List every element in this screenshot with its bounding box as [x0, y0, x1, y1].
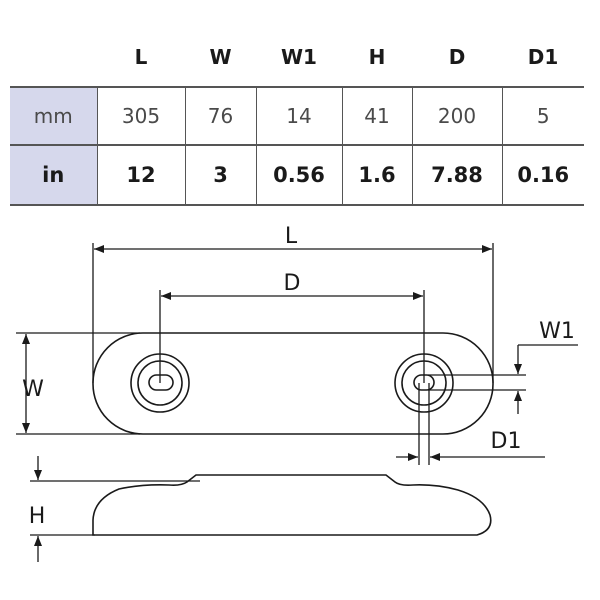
unit-cell-in: in [10, 145, 97, 206]
label-W1: W1 [539, 319, 575, 344]
table-row-in: in 12 3 0.56 1.6 7.88 0.16 [10, 145, 584, 206]
table-cell: 0.56 [255, 145, 342, 206]
header-cell-W: W [209, 45, 232, 69]
label-D1: D1 [491, 429, 522, 454]
header-cell-L: L [134, 45, 148, 69]
table-cell: 305 [96, 86, 185, 146]
table-cell: 14 [255, 86, 342, 146]
table-cell: 0.16 [501, 145, 584, 206]
header-cell-W1: W1 [281, 45, 317, 69]
header-cell-D1: D1 [527, 45, 559, 69]
table-cell: 5 [501, 86, 584, 146]
dimension-L [92, 243, 494, 383]
table-cell: 41 [341, 86, 412, 146]
label-W: W [22, 377, 44, 402]
dimension-D [159, 290, 425, 383]
table-cell: 200 [411, 86, 502, 146]
table-cell: 1.6 [341, 145, 412, 206]
table-cell: 12 [96, 145, 185, 206]
top-view [92, 332, 494, 435]
table-cell: 76 [184, 86, 256, 146]
dimension-H [30, 456, 200, 562]
header-cell-D: D [448, 45, 466, 69]
unit-cell-mm: mm [10, 86, 97, 146]
left-slot [148, 374, 174, 391]
dimension-D1 [396, 383, 545, 465]
table-row-mm: mm 305 76 14 41 200 5 [10, 86, 584, 146]
dimensions-table: L W W1 H D D1 mm 305 76 14 41 200 5 in 1… [10, 28, 584, 206]
label-D: D [284, 271, 301, 296]
side-view-profile [92, 474, 492, 536]
dimension-W1 [428, 344, 578, 414]
table-cell: 3 [184, 145, 256, 206]
dimension-W [16, 332, 140, 435]
table-header-row: L W W1 H D D1 [10, 28, 584, 87]
table-cell: 7.88 [411, 145, 502, 206]
header-cell-H: H [368, 45, 386, 69]
anode-plate-outline [92, 332, 494, 435]
label-H: H [29, 504, 46, 529]
label-L: L [285, 224, 298, 249]
